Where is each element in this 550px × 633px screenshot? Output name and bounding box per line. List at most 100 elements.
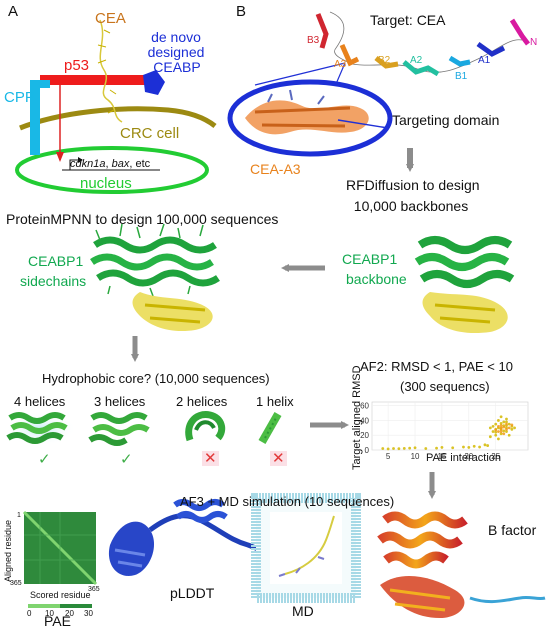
plddt-label: pLDDT xyxy=(170,585,215,601)
domain-label-b3: B3 xyxy=(307,35,320,46)
domain-label-b2: B2 xyxy=(378,55,391,66)
scatter-point-s0-15 xyxy=(483,443,487,447)
scatter-point-s0-16 xyxy=(486,444,490,447)
zoom-line-top xyxy=(254,62,346,86)
scatter-point-s0-31 xyxy=(505,417,508,421)
scatter-point-s0-43 xyxy=(499,422,503,425)
nucleus-outline xyxy=(15,146,209,194)
x-tick-label-0: 5 xyxy=(386,452,391,461)
scatter-point-s0-19 xyxy=(491,430,495,433)
scatter-point-s0-42 xyxy=(513,426,516,430)
cea-structure xyxy=(99,19,123,123)
target-cea-label: Target: CEA xyxy=(370,12,446,28)
cross-icon-1-helix: ✕ xyxy=(270,450,287,467)
scatter-point-s0-2 xyxy=(392,447,395,450)
scatter-point-s1-6 xyxy=(497,430,500,433)
x-tick-label-4: 25 xyxy=(491,452,500,461)
af2-count-label: (300 sequencs) xyxy=(400,379,490,394)
scatter-point-s0-21 xyxy=(494,433,498,437)
ceabp1-backbone-structure xyxy=(414,236,515,334)
pae-scored-residue-label: Scored residue xyxy=(30,590,91,600)
bottom-row-graphics xyxy=(22,493,546,618)
scatter-point-s0-20 xyxy=(494,422,498,426)
targeting-domain-strands xyxy=(254,106,351,128)
af2-criteria-label: AF2: RMSD < 1, PAE < 10 xyxy=(360,359,513,374)
scatter-point-s0-23 xyxy=(497,437,500,441)
pae-y-tick-bottom: 365 xyxy=(10,580,22,587)
domain-label-a2: A2 xyxy=(410,55,423,66)
scatter-point-s0-28 xyxy=(502,420,506,424)
scatter-point-s1-7 xyxy=(510,423,514,427)
ceabp1-left-label: CEABP1 xyxy=(28,253,84,269)
scatter-point-s0-26 xyxy=(499,432,503,436)
cea-label: CEA xyxy=(95,10,126,27)
signal-arrowhead xyxy=(56,152,64,162)
scatter-point-s0-12 xyxy=(467,446,471,449)
cea-domain-n xyxy=(509,18,530,46)
pae-y-tick-top: 1 xyxy=(17,512,21,519)
one-helix-structure xyxy=(258,412,282,444)
pae-label: PAE xyxy=(44,613,71,629)
scatter-point-s0-1 xyxy=(386,447,390,451)
targeting-domain-sidechains xyxy=(267,89,325,105)
scatter-point-s0-17 xyxy=(488,435,492,439)
scatter-point-s0-45 xyxy=(505,420,508,424)
scatter-point-s0-34 xyxy=(510,427,514,431)
cea-fringe xyxy=(97,29,117,114)
rfdiffusion-line-2: 10,000 backbones xyxy=(353,198,469,214)
gene-list: cdkn1a, bax, etc xyxy=(70,158,151,170)
four-helices-structure xyxy=(6,412,68,444)
scatter-point-s0-22 xyxy=(497,419,500,422)
md-simulation-box xyxy=(251,493,361,603)
scatter-point-s1-3 xyxy=(505,427,508,431)
y-tick-label-2: 40 xyxy=(360,416,369,425)
check-icon-3-helices: ✓ xyxy=(120,451,133,468)
scatter-point-s1-1 xyxy=(499,427,503,430)
cpp-label: CPP xyxy=(4,89,35,106)
b-factor-structure xyxy=(377,511,546,618)
cross-icon-2-helices: ✕ xyxy=(202,450,219,467)
scatter-point-s0-10 xyxy=(451,446,455,450)
plddt-structure xyxy=(108,499,283,576)
scatter-point-s1-5 xyxy=(499,424,503,428)
scatter-point-s1-11 xyxy=(502,432,506,436)
promoter-arrowhead xyxy=(78,157,83,163)
cell-membrane xyxy=(19,106,217,131)
pae-x-tick-right: 365 xyxy=(88,586,100,593)
de-novo-label: de novo xyxy=(151,29,201,45)
md-label: MD xyxy=(292,603,314,619)
helix-option-1: 1 helix xyxy=(256,394,294,409)
nucleus-label: nucleus xyxy=(80,175,132,192)
domain-label-b1: B1 xyxy=(455,71,468,82)
cpp-segment xyxy=(30,80,40,155)
check-icon-4-helices: ✓ xyxy=(38,451,51,468)
scatter-point-s0-39 xyxy=(502,429,506,433)
cea-domain-b3 xyxy=(315,13,329,49)
p53-bar xyxy=(40,75,150,85)
two-helices-structure xyxy=(185,411,226,442)
domain-label-a3: A3 xyxy=(334,59,347,70)
chart-xlabel: PAE interaction xyxy=(426,452,502,464)
cpp-connector xyxy=(30,80,50,88)
scatter-point-s0-8 xyxy=(435,446,438,450)
x-tick-label-1: 10 xyxy=(411,452,420,461)
cea-domain-a3 xyxy=(339,43,360,67)
cea-domain-a2 xyxy=(402,60,440,77)
y-tick-label-0: 0 xyxy=(365,446,370,455)
sidechains-label: sidechains xyxy=(20,273,87,289)
scatter-point-s0-18 xyxy=(488,426,492,430)
helix-option-3: 3 helices xyxy=(94,394,146,409)
ceabp1-right-label: CEABP1 xyxy=(342,251,398,267)
helix-option-4: 4 helices xyxy=(14,394,66,409)
scatter-point-s0-44 xyxy=(494,430,498,434)
scatter-point-s0-6 xyxy=(413,446,417,450)
y-tick-label-3: 60 xyxy=(360,402,369,411)
pae-colorbar-tick-10: 10 xyxy=(45,609,54,618)
cea-domain-a1 xyxy=(476,41,506,57)
scatter-point-s0-30 xyxy=(505,430,508,433)
rfdiffusion-line-1: RFDiffusion to design xyxy=(346,177,480,193)
ceabp-pentagon xyxy=(143,70,165,95)
helix-option-2: 2 helices xyxy=(176,394,228,409)
cea-a3-label: CEA-A3 xyxy=(250,161,301,177)
targeting-domain-label: Targeting domain xyxy=(392,112,500,128)
